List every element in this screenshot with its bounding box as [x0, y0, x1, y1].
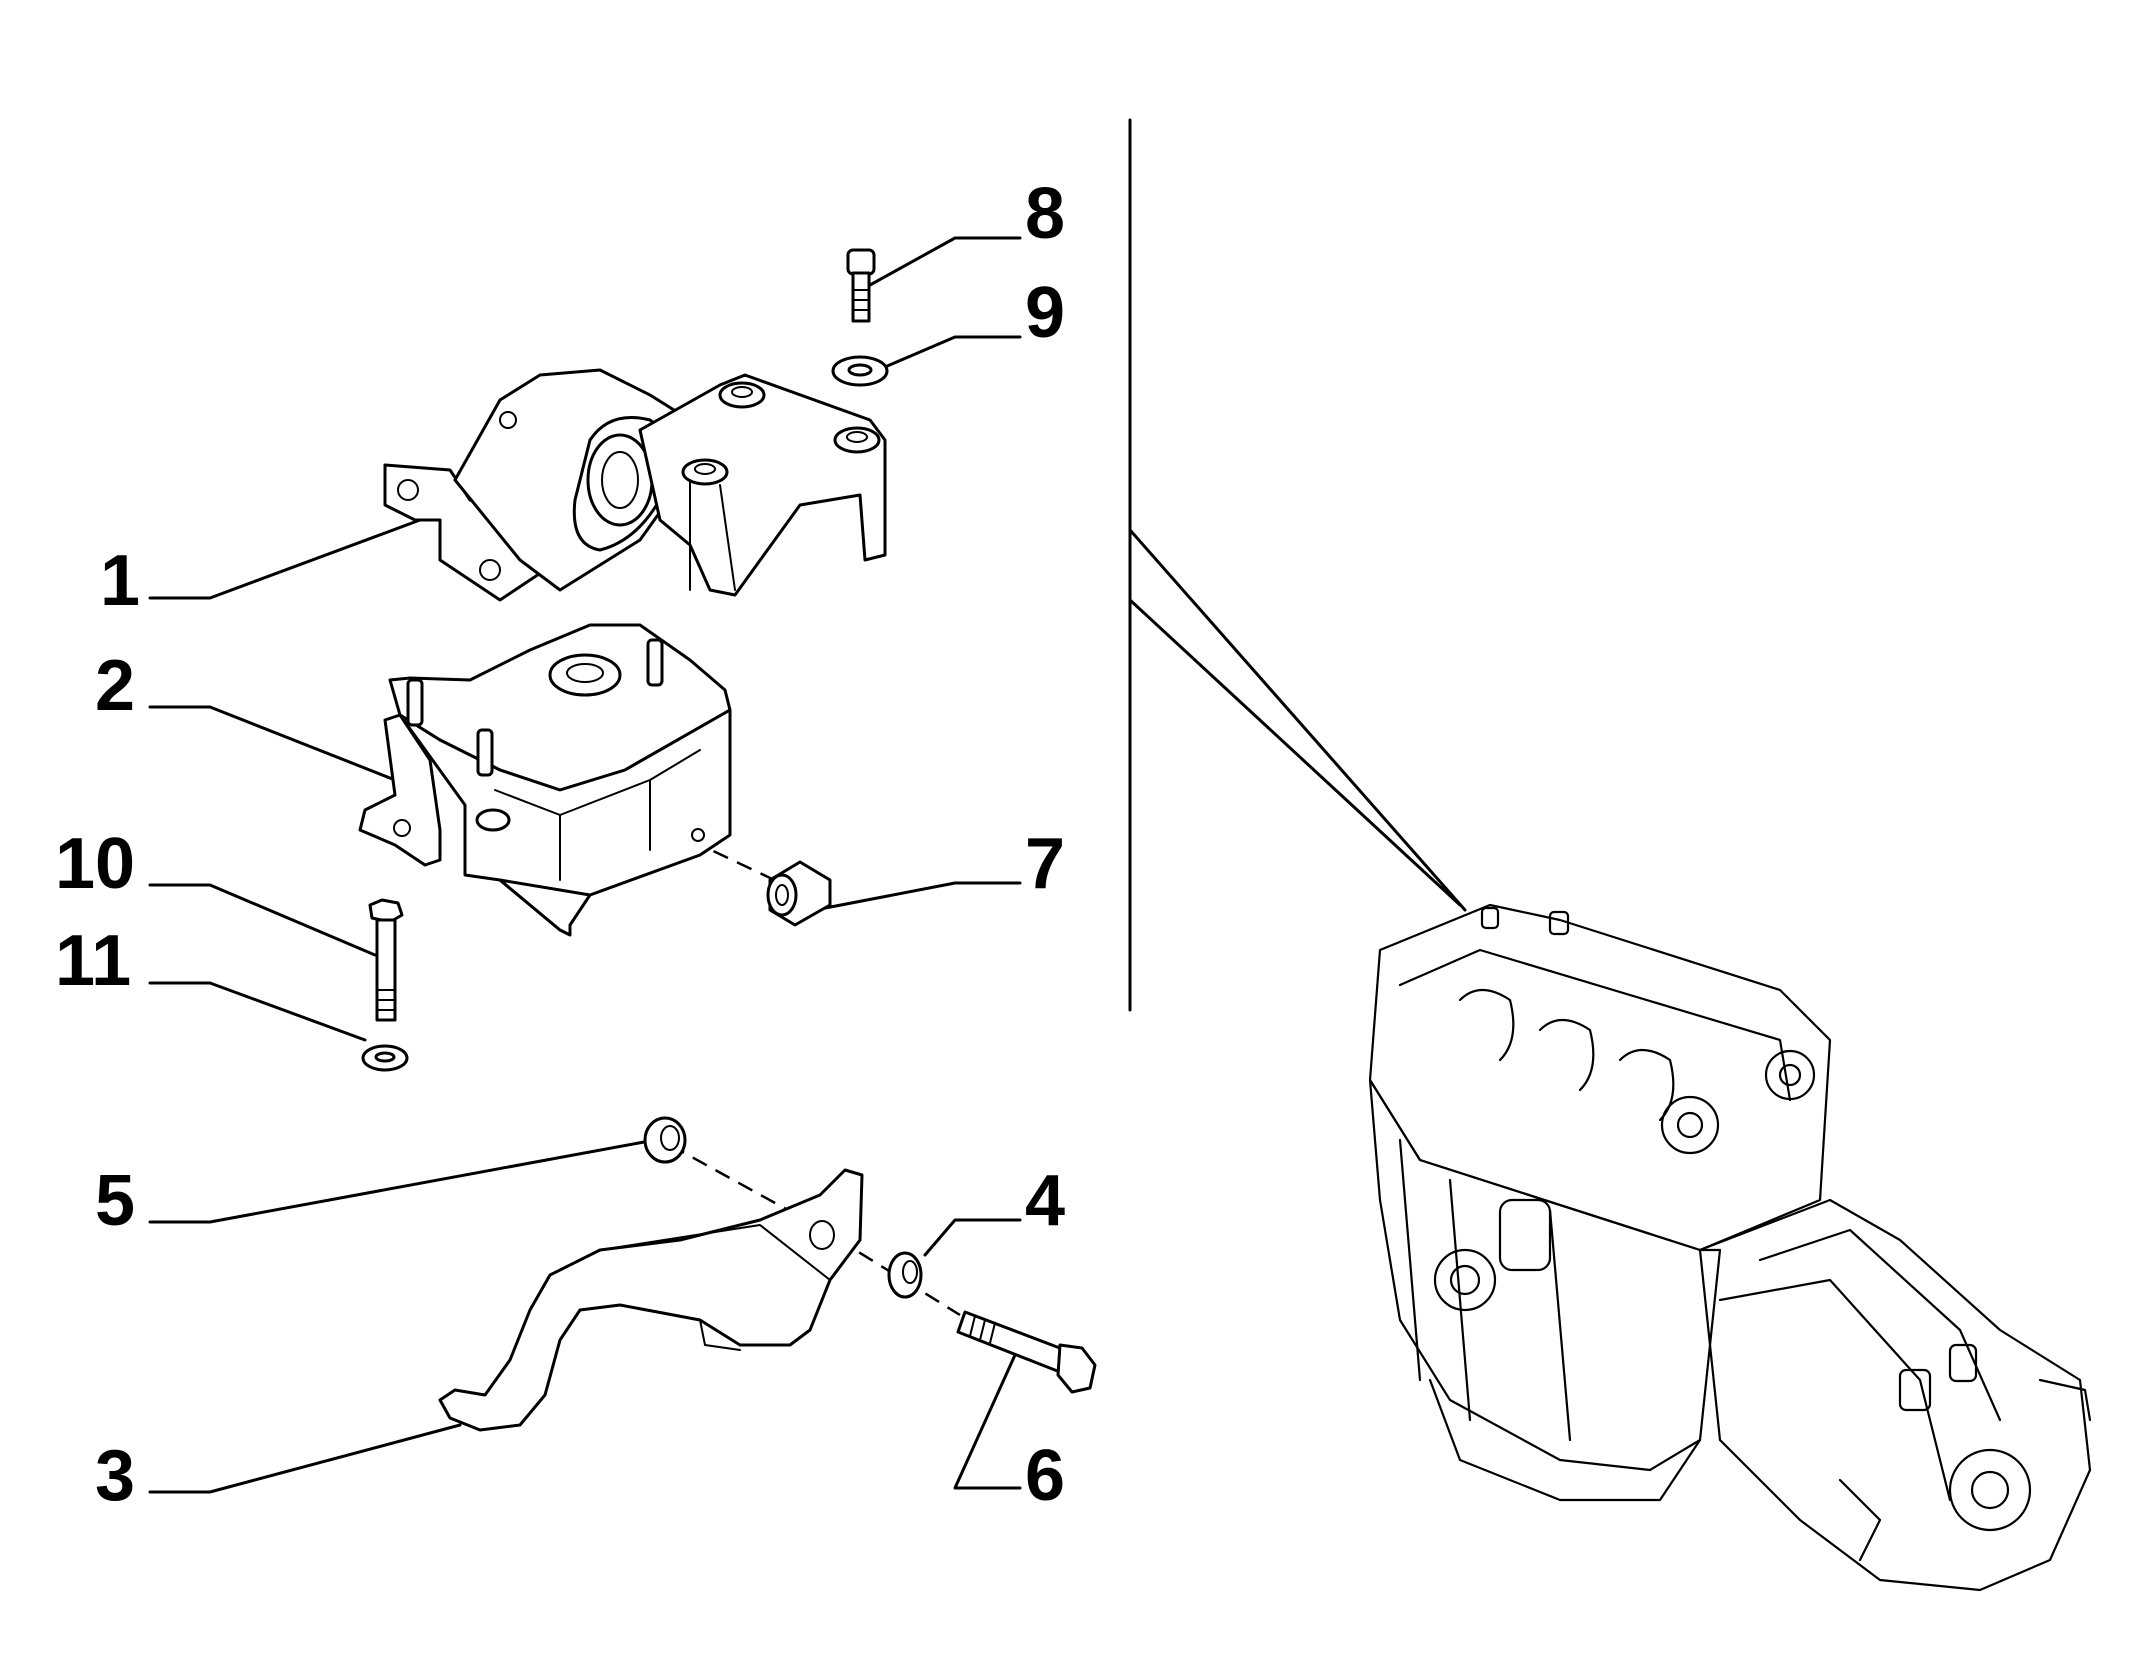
label-10: 10 — [55, 824, 135, 904]
spacer-7 — [766, 860, 832, 927]
engine-mount-1 — [383, 368, 887, 602]
leader-7 — [813, 881, 1022, 912]
leader-6 — [953, 1353, 1022, 1490]
label-3: 3 — [95, 1436, 135, 1516]
leader-9 — [876, 335, 1022, 372]
label-2: 2 — [95, 646, 135, 726]
view-divider — [1128, 118, 1467, 1012]
label-7: 7 — [1025, 824, 1065, 904]
label-9: 9 — [1025, 273, 1065, 353]
mount-bracket-2 — [358, 623, 732, 937]
label-8: 8 — [1025, 174, 1065, 254]
label-5: 5 — [95, 1161, 135, 1241]
leader-lines — [148, 236, 1022, 1494]
leader-8 — [868, 236, 1022, 287]
label-4: 4 — [1025, 1161, 1065, 1241]
leader-3 — [148, 1423, 462, 1494]
label-6: 6 — [1025, 1436, 1065, 1516]
leader-4 — [923, 1218, 1022, 1257]
leader-2 — [148, 705, 397, 782]
washer-11 — [361, 1044, 409, 1072]
leader-11 — [148, 981, 367, 1042]
leader-10 — [148, 883, 377, 957]
bolt-6 — [956, 1310, 1097, 1394]
label-11: 11 — [55, 921, 131, 1001]
label-1: 1 — [100, 541, 140, 621]
engine-gearbox-locator-illustration — [1368, 903, 2092, 1592]
callout-line-lower — [1128, 598, 1462, 907]
washer-5 — [643, 1116, 687, 1164]
leader-1 — [148, 518, 422, 600]
washer-4 — [887, 1251, 923, 1299]
leader-5 — [148, 1138, 657, 1224]
bolt-8 — [846, 248, 876, 323]
bolt-10 — [368, 898, 404, 1022]
axis-7 — [689, 838, 786, 887]
part-labels: 1 2 3 4 5 6 7 8 9 10 11 — [55, 174, 1065, 1516]
washer-9 — [831, 355, 889, 387]
callout-line-upper — [1128, 528, 1467, 912]
support-arm-3 — [438, 1168, 864, 1432]
